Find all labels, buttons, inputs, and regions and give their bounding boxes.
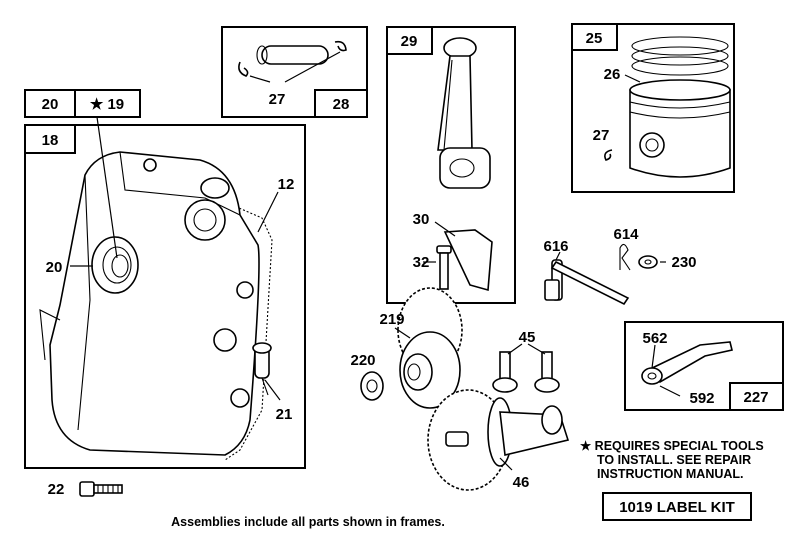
frame-wrist-pin [221,26,368,118]
label-22: 22 [48,481,65,498]
tappets-45 [492,343,560,393]
label-46: 46 [513,474,530,491]
label-20-seal: 20 [46,259,63,276]
label-220: 220 [350,352,375,369]
clip-614 [619,243,631,271]
label-kit-frame [602,492,752,521]
label-616: 616 [543,238,568,255]
frame-connecting-rod [386,26,516,304]
special-tools-note-line2: TO INSTALL. SEE REPAIR [597,453,751,467]
label-227: 227 [743,389,768,406]
footer-note: Assemblies include all parts shown in fr… [171,515,445,529]
label-32: 32 [413,254,430,271]
bolt-22 [79,481,123,497]
label-28: 28 [333,96,350,113]
label-26: 26 [604,66,621,83]
label-20-box: 20 [42,96,59,113]
label-12: 12 [278,176,295,193]
label-25: 25 [586,30,603,47]
label-45: 45 [519,329,536,346]
governor-gear-219 [394,287,463,409]
label-19-box: ★ 19 [90,96,124,113]
label-18: 18 [42,132,59,149]
label-219: 219 [379,311,404,328]
label-21: 21 [276,406,293,423]
label-27-piston-clip: 27 [593,127,610,144]
label-kit-text: 1019 LABEL KIT [619,499,735,516]
special-tools-note-line3: INSTRUCTION MANUAL. [597,467,744,481]
label-230: 230 [671,254,696,271]
governor-shaft-616 [544,251,630,306]
camshaft-46 [427,389,570,491]
label-592: 592 [689,390,714,407]
label-30: 30 [413,211,430,228]
frame-piston [571,23,735,193]
special-tools-note-line1: ★ REQUIRES SPECIAL TOOLS [580,439,764,453]
frame-crankcase-cover [24,89,306,469]
frame-governor-lever [624,321,784,411]
washer-230 [638,255,666,269]
crankcase-cover [39,151,273,461]
label-562: 562 [642,330,667,347]
label-29: 29 [401,33,418,50]
label-614: 614 [613,226,639,243]
washer-220 [360,371,384,401]
label-27-wrist-clip: 27 [269,91,286,108]
